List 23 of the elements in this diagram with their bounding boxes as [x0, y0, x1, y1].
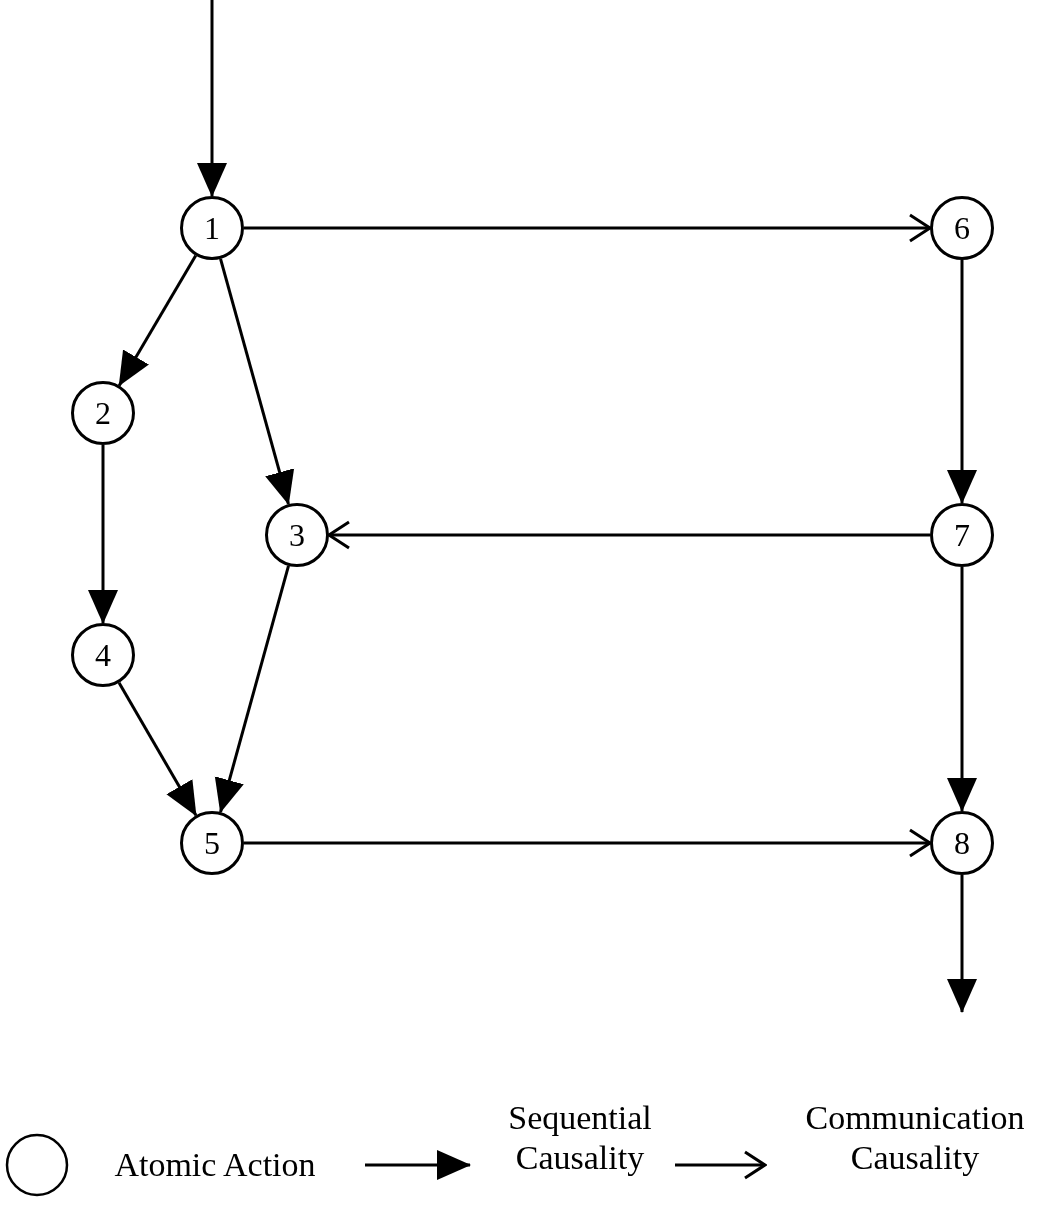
arrow: [197, 0, 227, 197]
arrow: [947, 875, 977, 1013]
arrow: [214, 565, 290, 814]
action-circle: 1: [180, 196, 244, 260]
arrow: [88, 445, 118, 624]
arrow: [244, 213, 932, 243]
arrow: [244, 828, 932, 858]
arrow: [947, 567, 977, 812]
arrow: [117, 254, 198, 387]
action-circle: 2: [71, 381, 135, 445]
action-circle: 5: [180, 811, 244, 875]
legend-label: Sequential Causality: [507, 1098, 653, 1178]
action-circle: 7: [930, 503, 994, 567]
action-circle: 6: [930, 196, 994, 260]
action-circle: 3: [265, 503, 329, 567]
arrow: [219, 258, 295, 506]
action-circle: 4: [71, 623, 135, 687]
arrow: [947, 260, 977, 504]
action-circle: 8: [930, 811, 994, 875]
legend-label: Communication Causality: [804, 1098, 1026, 1178]
arrow: [327, 520, 930, 550]
arrow: [117, 681, 198, 817]
legend-label: Atomic Action: [113, 1145, 317, 1185]
